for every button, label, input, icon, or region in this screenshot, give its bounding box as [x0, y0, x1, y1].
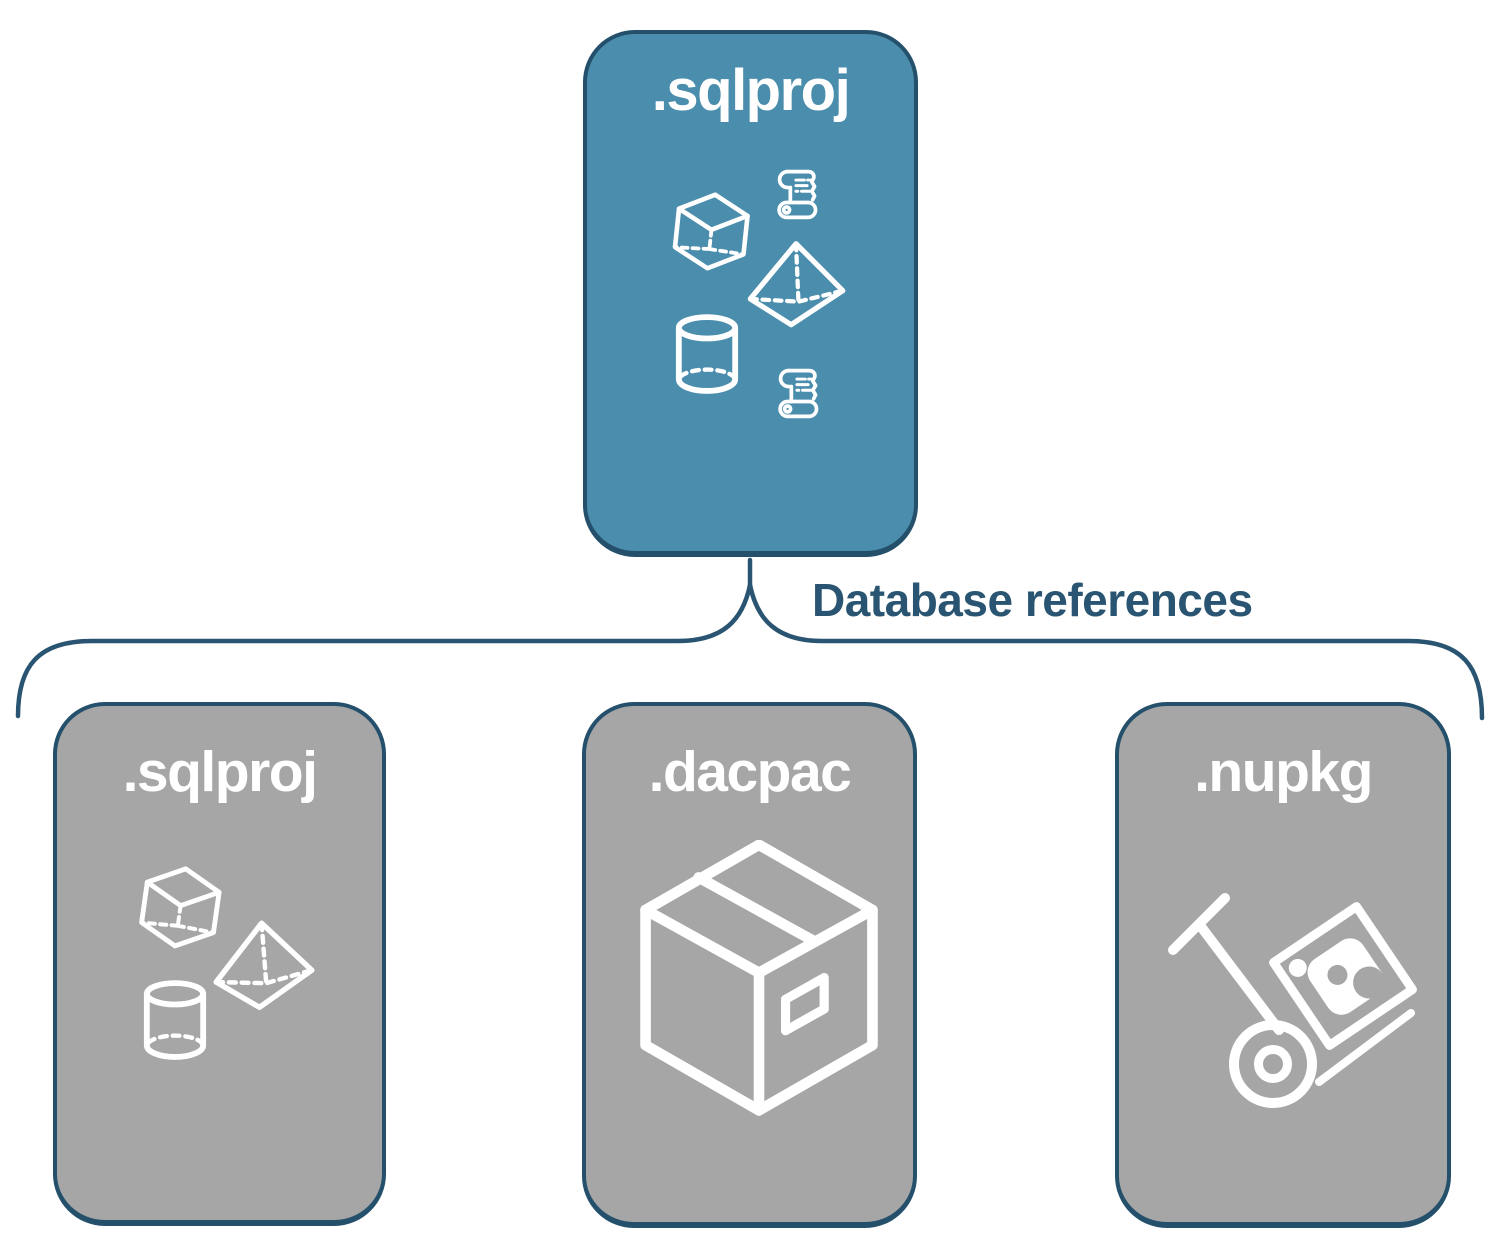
node-child-nupkg: .nupkg: [1115, 702, 1451, 1228]
pyramid-icon: [742, 237, 848, 331]
scroll-icon: [767, 165, 823, 225]
cylinder-icon: [673, 314, 741, 398]
scroll-icon: [768, 364, 824, 424]
node-label: .dacpac: [648, 740, 852, 804]
cube-icon: [669, 190, 753, 278]
node-label: .sqlproj: [122, 740, 318, 804]
node-label: .nupkg: [1194, 740, 1373, 804]
cube-icon: [135, 864, 225, 956]
node-root-sqlproj: .sqlproj: [583, 30, 918, 557]
package-box-icon: [638, 840, 880, 1120]
node-child-dacpac: .dacpac: [582, 702, 917, 1228]
connector-label: Database references: [812, 574, 1253, 626]
pyramid-icon: [207, 918, 317, 1012]
hand-truck-package-icon: [1161, 884, 1425, 1132]
node-child-sqlproj: .sqlproj: [53, 702, 386, 1226]
cylinder-icon: [141, 980, 209, 1064]
node-label: .sqlproj: [651, 58, 851, 123]
